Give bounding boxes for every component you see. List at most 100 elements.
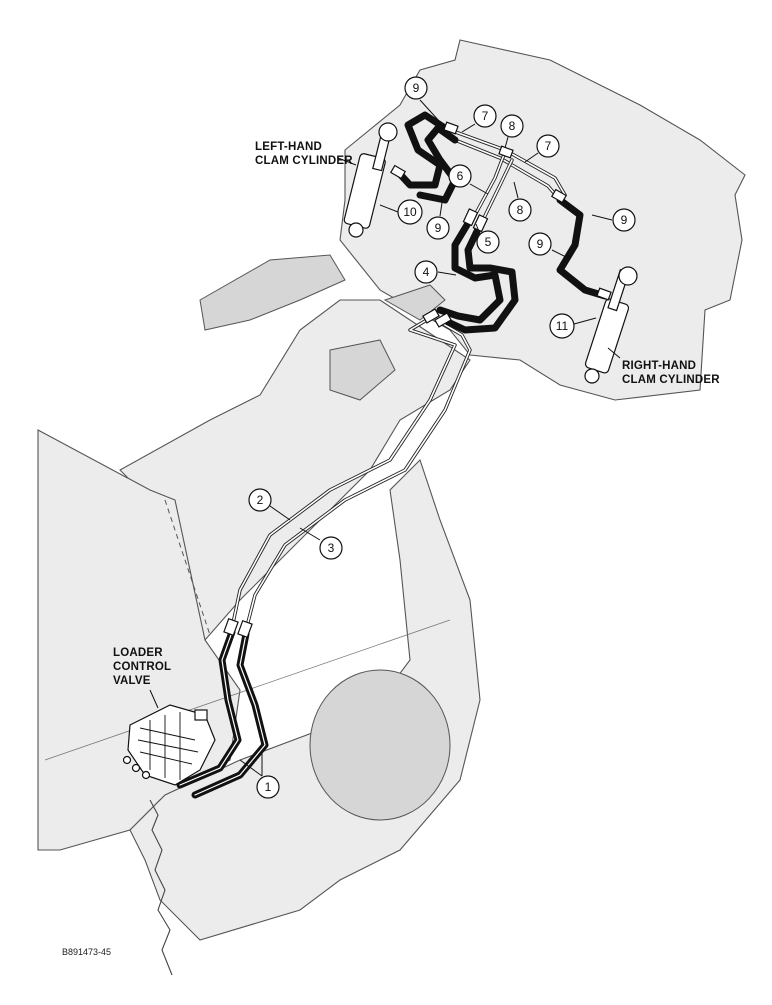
tube-6-highlight [474,151,506,216]
callout-7b: 7 [545,139,552,153]
arm-bracket [329,339,396,401]
wheel-outline [309,669,451,821]
callout-8a-circle [500,114,524,138]
right-cylinder-label-line-2: CLAM CYLINDER [622,374,720,386]
fitting-right-cylinder [596,287,612,301]
arm-gusset [383,284,446,321]
callout-8a: 8 [509,119,516,133]
callout-9b-circle [426,216,450,240]
valve-sections [137,712,199,780]
tube-2-highlight [231,317,456,629]
valve-spool-1 [122,755,132,765]
callout-3: 3 [328,541,335,555]
callout-7a: 7 [482,109,489,123]
hose-1b-highlight [194,633,266,796]
hose-1a-highlight [179,631,239,786]
callout-3-leader [299,527,321,541]
callout-6-circle [448,164,472,188]
callout-7b-leader [524,152,539,163]
callout-2-circle [248,488,272,512]
callout-9d-leader [551,249,569,259]
hose-4b [444,221,519,334]
callout-2-leader [269,505,291,521]
tube-5-highlight [481,159,513,223]
arm-crossmember [199,254,346,331]
steel-tubes [230,128,567,632]
valve-label-line-3: VALVE [113,675,151,687]
hose-9-left-lower [416,124,459,204]
callout-9b-leader [439,195,444,217]
valve-leader [149,689,159,709]
callout-8a-leader [504,136,509,149]
machine-frame [37,39,746,976]
callout-8b: 8 [517,203,524,217]
callout-7a-circle [473,104,497,128]
callout-9a-leader [419,99,441,123]
callout-10-circle [397,199,423,225]
fitting-7-left [443,121,459,135]
tube-3-highlight [245,321,471,631]
callout-5: 5 [485,235,492,249]
callout-10-leader [379,204,399,213]
callout-8b-leader [513,181,519,199]
left-cylinder-leader [337,157,357,166]
text-labels: LEFT-HAND CLAM CYLINDER RIGHT-HAND CLAM … [62,141,720,957]
hose-4a [436,216,504,324]
valve-spool-2 [131,763,141,773]
callout-4: 4 [423,265,430,279]
valve-spool-3 [141,770,151,780]
left-cylinder-label-line-2: CLAM CYLINDER [255,155,353,167]
callout-9c-circle [612,208,636,232]
break-line [149,799,173,976]
callout-6-leader [469,183,489,195]
callout-5-circle [476,230,500,254]
callout-9d-circle [528,232,552,256]
callout-3-circle [319,536,343,560]
tube-7-8-upper-highlight [449,129,566,196]
hose-9-left [394,111,452,189]
callout-10: 10 [403,205,417,219]
fitting-7-right [550,188,568,204]
callout-11: 11 [556,319,569,333]
fitting-5 [462,208,479,227]
left-cylinder-label-line-1: LEFT-HAND [255,141,322,153]
right-cylinder-rod-eye [618,266,638,286]
callout-8b-circle [508,198,532,222]
callout-9d: 9 [537,237,544,251]
callout-4-leader [437,271,457,276]
fittings [223,121,612,639]
callout-1-circle [256,775,280,799]
callout-9c-leader [591,214,613,221]
callout-1-leader [239,752,263,777]
callout-5-leader [475,223,481,235]
right-cylinder-base-eye [584,368,600,384]
callout-7b-circle [536,134,560,158]
callout-1: 1 [265,780,272,794]
callout-11-circle [549,313,575,339]
callout-11-leader [573,317,597,325]
callouts: 9 7 8 7 6 8 10 9 5 9 [239,76,636,799]
fitting-left-cylinder [389,164,407,180]
callout-9a: 9 [413,81,420,95]
right-cylinder-label-line-1: RIGHT-HAND [622,360,696,372]
left-cylinder-base-eye [348,222,364,238]
valve-port-top [194,709,208,721]
valve-label-line-2: CONTROL [113,661,171,673]
callout-9a-circle [404,76,428,100]
callout-7a-leader [461,123,476,133]
fitting-hose-1b-top [237,619,253,639]
loader-control-valve [122,704,216,786]
callout-9c: 9 [621,213,628,227]
callout-9b: 9 [435,221,442,235]
figure-code: B891473-45 [62,947,111,957]
fitting-7-tee [498,145,514,159]
callout-2: 2 [257,493,264,507]
left-cylinder-rod-eye [378,122,398,142]
fitting-tube-2-top [422,308,440,324]
callout-4-circle [414,260,438,284]
callout-6: 6 [457,169,464,183]
right-clam-cylinder [584,266,638,384]
hidden-edge-line [164,499,211,636]
